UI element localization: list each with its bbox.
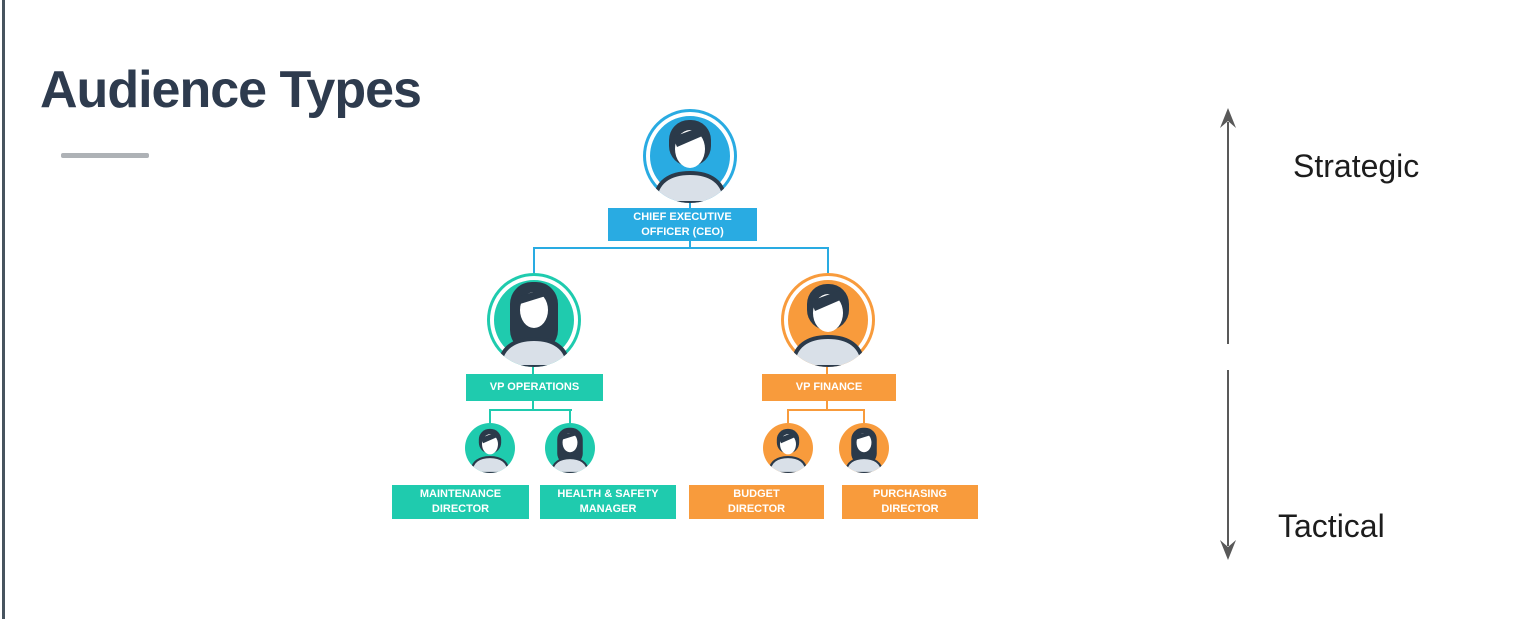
- org-label-vp-finance: VP FINANCE: [762, 374, 896, 401]
- org-node-maintenance-director: [465, 423, 515, 473]
- connector-to-purchasing: [863, 411, 865, 423]
- slide-left-edge: [2, 0, 5, 619]
- connector-to-maintenance: [489, 411, 491, 423]
- down-arrow-icon: [1220, 370, 1236, 560]
- male-avatar-icon: [643, 109, 737, 203]
- connector-ceo-stub: [689, 203, 691, 211]
- female-avatar-icon: [545, 423, 595, 473]
- connector-ceo-drop: [689, 241, 691, 248]
- connector-to-health-safety: [569, 411, 571, 423]
- female-avatar-icon: [487, 273, 581, 367]
- org-label-vp-operations: VP OPERATIONS: [466, 374, 603, 401]
- org-label-budget-director: BUDGET DIRECTOR: [689, 485, 824, 519]
- strategic-label: Strategic: [1293, 148, 1420, 184]
- connector-vpops-drop: [532, 401, 534, 409]
- org-label-health-safety-manager: HEALTH & SAFETY MANAGER: [540, 485, 676, 519]
- connector-vpfin-horizontal: [787, 409, 865, 411]
- connector-vpops-horizontal: [489, 409, 572, 411]
- org-node-vp-operations: [487, 273, 581, 367]
- org-label-purchasing-director: PURCHASING DIRECTOR: [842, 485, 978, 519]
- org-node-budget-director: [763, 423, 813, 473]
- male-avatar-icon: [465, 423, 515, 473]
- connector-vpfin-stub: [826, 367, 828, 374]
- connector-to-vp-finance: [827, 249, 829, 273]
- connector-to-vp-operations: [533, 249, 535, 273]
- org-node-health-safety-manager: [545, 423, 595, 473]
- org-node-vp-finance: [781, 273, 875, 367]
- connector-to-budget: [787, 411, 789, 423]
- org-node-ceo: [643, 109, 737, 203]
- connector-ceo-horizontal: [533, 247, 829, 249]
- org-node-purchasing-director: [839, 423, 889, 473]
- org-label-ceo: CHIEF EXECUTIVE OFFICER (CEO): [608, 208, 757, 241]
- male-avatar-icon: [781, 273, 875, 367]
- org-label-maintenance-director: MAINTENANCE DIRECTOR: [392, 485, 529, 519]
- connector-vpops-stub: [532, 367, 534, 374]
- up-arrow-icon: [1220, 108, 1236, 344]
- page-title: Audience Types: [40, 61, 422, 119]
- male-avatar-icon: [763, 423, 813, 473]
- female-avatar-icon: [839, 423, 889, 473]
- connector-vpfin-drop: [826, 401, 828, 409]
- title-accent-line: [61, 153, 149, 158]
- tactical-label: Tactical: [1278, 508, 1385, 544]
